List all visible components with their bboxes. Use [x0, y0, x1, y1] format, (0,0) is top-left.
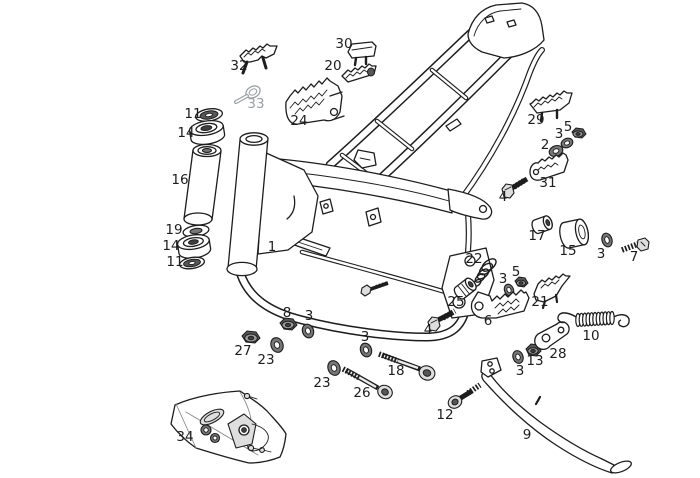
- part-label-5-2: 5: [512, 264, 521, 280]
- part-14-bearing-top: [188, 119, 226, 145]
- part-label-34: 34: [176, 429, 193, 445]
- part-label-22: 22: [465, 251, 482, 267]
- part-23-washer-b: [327, 360, 341, 376]
- part-label-3-2: 3: [597, 246, 606, 262]
- part-label-32: 32: [230, 58, 247, 74]
- part-3-washer-d: [512, 350, 524, 364]
- part-9-side-stand: [480, 357, 632, 474]
- part-32-footrest-bracket: [239, 43, 278, 75]
- part-16-sleeve: [183, 143, 222, 226]
- part-label-14: 14: [177, 125, 194, 141]
- part-14-bearing-bottom: [176, 234, 212, 259]
- part-5-nut-a: [571, 127, 587, 139]
- part-11-seal-top: [194, 108, 224, 122]
- part-label-17: 17: [528, 228, 545, 244]
- part-24-footpeg: [285, 77, 345, 125]
- part-29-footrest-rubber: [529, 90, 573, 123]
- part-label-25: 25: [447, 294, 464, 310]
- part-label-4: 4: [499, 189, 508, 205]
- part-label-16: 16: [171, 172, 188, 188]
- part-label-5: 5: [564, 119, 573, 135]
- part-15-roller: [559, 218, 590, 249]
- part-label-4-2: 4: [424, 322, 433, 338]
- part-label-11: 11: [184, 106, 201, 122]
- part-30-bracket: [347, 41, 377, 67]
- part-label-33: 33: [247, 96, 264, 112]
- part-23-washer-a: [270, 337, 284, 353]
- part-label-8: 8: [283, 305, 292, 321]
- part-3-washer-e: [301, 323, 315, 339]
- part-label-12: 12: [436, 407, 453, 423]
- part-label-14-2: 14: [162, 238, 179, 254]
- part-label-19: 19: [165, 222, 182, 238]
- part-label-3-3: 3: [499, 271, 508, 287]
- part-label-7: 7: [630, 249, 639, 265]
- part-label-3-6: 3: [516, 363, 525, 379]
- part-3-washer-b: [601, 232, 613, 248]
- part-label-30: 30: [335, 36, 352, 52]
- part-11-seal-bottom: [178, 256, 206, 270]
- part-34-hardware-kit: [170, 390, 287, 464]
- part-label-23: 23: [257, 352, 274, 368]
- part-5-nut-b: [514, 276, 529, 288]
- part-13-nut: [525, 343, 542, 357]
- part-label-1: 1: [268, 239, 277, 255]
- part-12-bolt: [447, 382, 482, 409]
- part-3-washer-f: [359, 342, 373, 358]
- part-label-11-2: 11: [166, 254, 183, 270]
- part-label-20: 20: [324, 58, 341, 74]
- part-label-3: 3: [555, 126, 564, 142]
- part-19-washer: [182, 224, 210, 238]
- part-label-13: 13: [526, 353, 543, 369]
- part-26-bolt: [341, 366, 393, 400]
- part-label-3-5: 3: [361, 329, 370, 345]
- part-33-pin: [234, 85, 261, 104]
- part-label-27: 27: [234, 343, 251, 359]
- part-27-nut: [241, 330, 261, 344]
- part-7-bolt: [621, 237, 650, 253]
- part-4-bolt-b: [427, 308, 457, 332]
- part-10-spring: [557, 310, 630, 328]
- part-label-29: 29: [527, 112, 544, 128]
- part-3-washer-a: [560, 137, 574, 149]
- part-label-28: 28: [549, 346, 566, 362]
- part-label-6: 6: [484, 313, 493, 329]
- part-18-bolt: [378, 351, 436, 381]
- part-label-23-2: 23: [313, 375, 330, 391]
- part-label-2: 2: [541, 137, 550, 153]
- part-17-spacer: [531, 215, 553, 235]
- part-label-9: 9: [523, 427, 532, 443]
- part-label-26: 26: [353, 385, 370, 401]
- part-label-15: 15: [559, 243, 576, 259]
- part-20-footrest-rubber: [341, 63, 377, 83]
- part-label-3-4: 3: [305, 308, 314, 324]
- part-4-bolt-a: [501, 176, 529, 199]
- part-label-24: 24: [290, 113, 307, 129]
- part-8-nut: [279, 317, 298, 331]
- part-25-bushing: [453, 277, 477, 300]
- part-31-footpeg: [529, 152, 569, 181]
- part-6-footpeg: [470, 289, 530, 319]
- part-21-bracket: [533, 273, 571, 310]
- part-label-18: 18: [387, 363, 404, 379]
- part-label-21: 21: [531, 294, 548, 310]
- part-label-31: 31: [539, 175, 556, 191]
- part-label-10: 10: [582, 328, 599, 344]
